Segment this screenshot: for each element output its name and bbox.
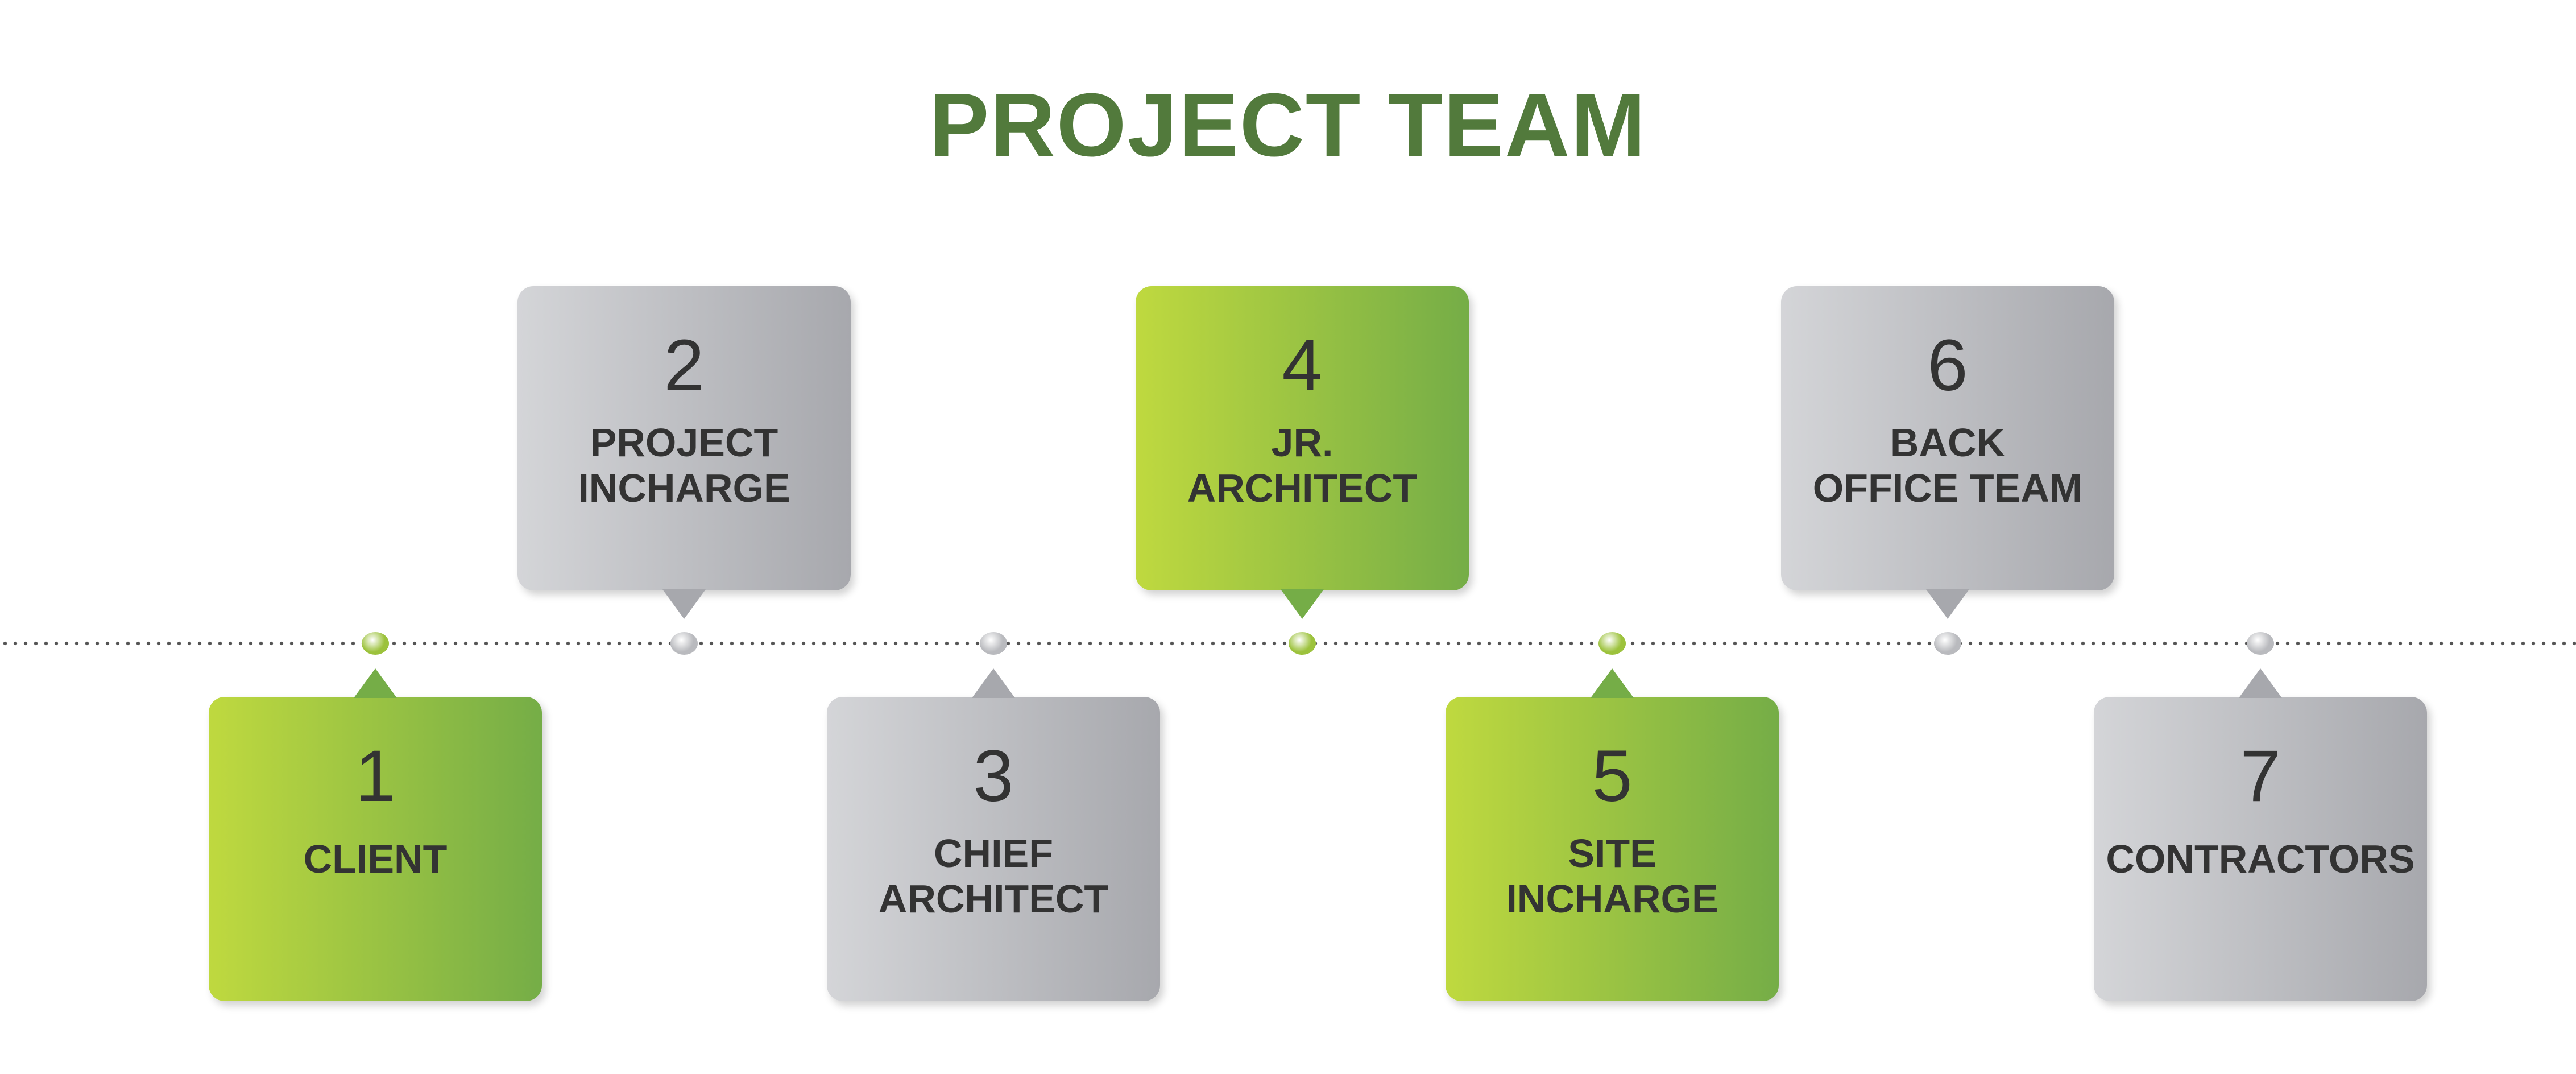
team-card-number: 3: [973, 736, 1014, 817]
card-pointer-6: [1926, 589, 1969, 619]
team-card-number: 6: [1927, 325, 1968, 406]
team-card-label: JR. ARCHITECT: [1187, 420, 1418, 510]
team-card-label: PROJECT INCHARGE: [578, 420, 790, 510]
card-pointer-3: [972, 668, 1015, 698]
card-pointer-7: [2239, 668, 2282, 698]
timeline-dot-2: [670, 632, 698, 655]
team-card-number: 4: [1282, 325, 1323, 406]
team-card-number: 2: [664, 325, 705, 406]
timeline-dot-7: [2247, 632, 2274, 655]
timeline-dot-4: [1289, 632, 1316, 655]
team-card-number: 5: [1592, 736, 1633, 817]
timeline-dot-6: [1934, 632, 1961, 655]
card-pointer-2: [662, 589, 706, 619]
card-pointer-1: [354, 668, 397, 698]
team-card-label: CHIEF ARCHITECT: [878, 831, 1109, 921]
timeline-dot-5: [1598, 632, 1626, 655]
team-card-number: 1: [355, 736, 396, 817]
team-card-number: 7: [2240, 736, 2281, 817]
team-card-label: CONTRACTORS: [2106, 837, 2415, 881]
timeline-dot-1: [362, 632, 389, 655]
timeline-dotted-line: [0, 641, 2576, 646]
timeline-dot-3: [980, 632, 1007, 655]
card-pointer-5: [1591, 668, 1634, 698]
page-title: PROJECT TEAM: [929, 75, 1647, 175]
card-pointer-4: [1281, 589, 1324, 619]
team-card-label: BACK OFFICE TEAM: [1812, 420, 2083, 510]
team-card-label: CLIENT: [303, 837, 448, 881]
team-card-label: SITE INCHARGE: [1506, 831, 1718, 921]
